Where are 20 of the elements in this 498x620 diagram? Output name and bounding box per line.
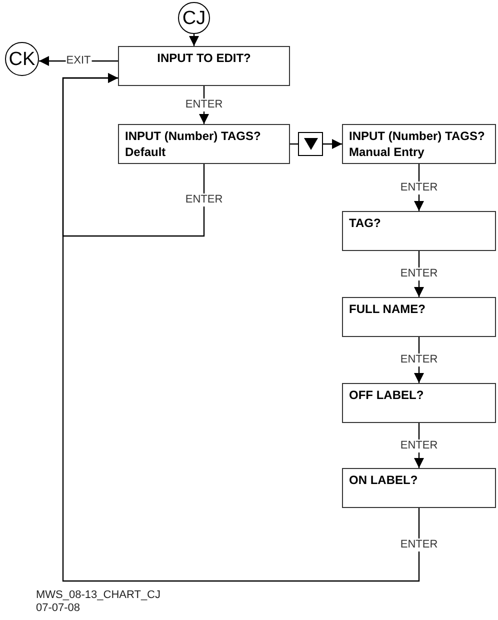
process-box: INPUT (Number) TAGS? Default xyxy=(118,124,290,164)
down-key-box xyxy=(298,132,323,156)
note-text: MWS_08-13_CHART_CJ xyxy=(36,589,161,602)
note-text: 07-07-08 xyxy=(36,602,82,615)
edge-label: ENTER xyxy=(184,98,224,112)
edge-label: ENTER xyxy=(184,194,224,206)
connector-arrow xyxy=(62,73,420,582)
edge-label: ENTER xyxy=(399,354,439,366)
process-box: FULL NAME? xyxy=(342,297,496,337)
process-box: INPUT (Number) TAGS? Manual Entry xyxy=(342,124,496,164)
connector-arrow xyxy=(323,139,342,149)
edge-label: ENTER xyxy=(399,181,439,194)
edge-label: ENTER xyxy=(399,439,439,452)
edge-label: ENTER xyxy=(399,268,439,280)
edge-label: ENTER xyxy=(399,538,439,551)
process-box: OFF LABEL? xyxy=(342,383,496,423)
connector-arrow xyxy=(189,34,199,46)
process-box: ON LABEL? xyxy=(342,468,496,508)
process-box: INPUT TO EDIT? xyxy=(118,46,290,86)
process-box: TAG? xyxy=(342,211,496,251)
